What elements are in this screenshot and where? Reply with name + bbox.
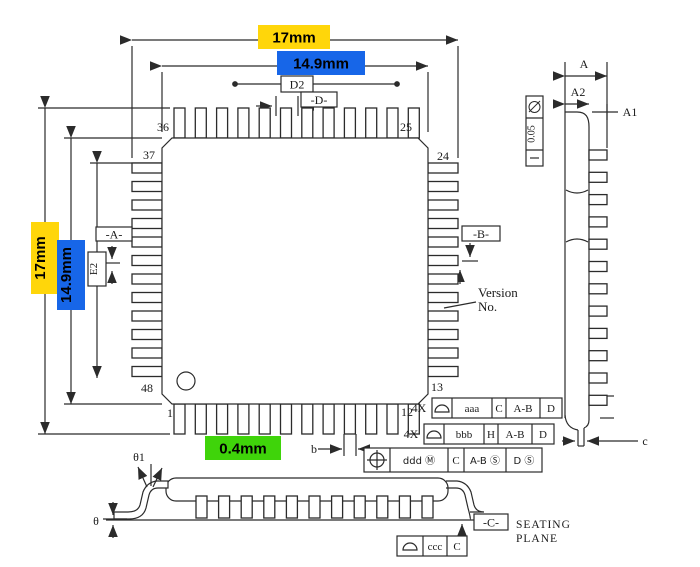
- pin-number-37: 37: [143, 148, 155, 162]
- pin-number-1: 1: [167, 406, 173, 420]
- tolerance-frame-row2: 4X bbb H A-B D: [404, 423, 555, 445]
- pin-number-25: 25: [400, 120, 412, 134]
- version-label-line1: Version: [478, 285, 518, 300]
- left-lead: [113, 480, 169, 520]
- pin1-indicator-icon: [176, 371, 196, 391]
- highlight-top-14-9mm: [277, 51, 365, 75]
- dim-c-label: c: [642, 434, 647, 448]
- profile-symbol-icon: [426, 430, 442, 439]
- position-symbol-icon: [367, 450, 387, 470]
- right-pins: [427, 162, 459, 378]
- datum-a-label: -A-: [106, 228, 123, 242]
- datum-c-label: -C-: [483, 516, 499, 530]
- dim-top-inner-label: 14.9mm: [293, 56, 349, 73]
- frame3-datum2: A-B Ⓢ: [470, 455, 500, 467]
- frame3-tolerance: ddd Ⓜ: [403, 455, 435, 467]
- pin-number-13: 13: [431, 380, 443, 394]
- datum-b-label: -B-: [473, 227, 489, 241]
- fcf-c-datum-label: C: [453, 541, 460, 553]
- bottom-lead-bars: [195, 495, 434, 519]
- highlight-labels: 17mm 14.9mm 17mm 14.9mm 0.4mm: [31, 25, 365, 460]
- profile-symbol-icon: [434, 404, 450, 413]
- circle-slash-icon: [528, 100, 541, 113]
- dim-top-outer-label: 17mm: [272, 30, 315, 47]
- frame2-tolerance: bbb: [456, 429, 473, 441]
- profile-symbol-icon: [402, 542, 418, 551]
- seating-plane-label-line1: SEATING: [516, 519, 571, 531]
- datum-boxes: D2 -D- -A- -B- E2: [87, 75, 501, 287]
- frame1-qty: 4X: [412, 401, 427, 415]
- frame2-datum2: A-B: [506, 429, 525, 441]
- pin-number-24: 24: [437, 149, 449, 163]
- angle-theta1-label: θ1: [133, 450, 145, 464]
- frame2-qty: 4X: [404, 427, 419, 441]
- dim-pitch-label: 0.4mm: [219, 441, 267, 458]
- seating-plane-label-line2: PLANE: [516, 533, 558, 545]
- dim-e2-label: E2: [88, 263, 100, 275]
- side-lead-bars: [588, 149, 608, 406]
- bottom-pins: [173, 403, 420, 435]
- version-annotation: Version No.: [478, 285, 518, 314]
- dim-a-label: A: [580, 57, 589, 71]
- frame2-datum1: H: [487, 429, 495, 441]
- pin-number-48: 48: [141, 381, 153, 395]
- frame3-datum3: D Ⓢ: [514, 455, 535, 467]
- frame1-datum1: C: [495, 403, 502, 415]
- dim-d2-label: D2: [290, 78, 305, 92]
- top-pins: [173, 107, 420, 139]
- dim-a2-label: A2: [571, 85, 586, 99]
- frame3-datum1: C: [452, 455, 459, 467]
- frame1-tolerance: aaa: [465, 403, 480, 415]
- dim-a1-label: A1: [623, 105, 638, 119]
- highlight-pitch-0-4mm: [205, 436, 281, 460]
- package-body: [161, 137, 429, 405]
- seating-plane-fcf: ccc C: [396, 535, 468, 557]
- angle-theta-label: θ: [93, 514, 99, 528]
- version-label-line2: No.: [478, 299, 497, 314]
- left-pins: [131, 162, 163, 378]
- side-view-bottom: θ1 θ -C- SEATING PLANE ccc C: [93, 450, 571, 557]
- side-view-right: A A2 A1 c 0.05: [525, 57, 648, 448]
- frame1-datum2: A-B: [514, 403, 533, 415]
- side-fcf-value: 0.05: [527, 125, 538, 143]
- highlight-top-17mm: [258, 25, 330, 49]
- tolerance-frame-row1: 4X aaa C A-B D: [412, 397, 563, 419]
- pin-number-36: 36: [157, 120, 169, 134]
- pin-number-12: 12: [401, 405, 413, 419]
- datum-d-label: -D-: [311, 93, 328, 107]
- tolerance-frame-row3: ddd Ⓜ C A-B Ⓢ D Ⓢ: [363, 447, 543, 473]
- frame2-datum3: D: [539, 429, 547, 441]
- dim-b-label: b: [311, 442, 317, 456]
- highlight-left-14-9mm: [57, 240, 85, 310]
- side-view-fcf: 0.05: [525, 95, 544, 167]
- fcf-ccc-label: ccc: [428, 541, 443, 553]
- highlight-left-17mm: [31, 222, 59, 294]
- right-lead: [446, 480, 485, 520]
- frame1-datum3: D: [547, 403, 555, 415]
- dim-left-inner-label: 14.9mm: [58, 247, 75, 303]
- dim-left-outer-label: 17mm: [32, 236, 49, 279]
- pin-number-labels: 36 25 37 48 24 13 1 12: [141, 120, 449, 420]
